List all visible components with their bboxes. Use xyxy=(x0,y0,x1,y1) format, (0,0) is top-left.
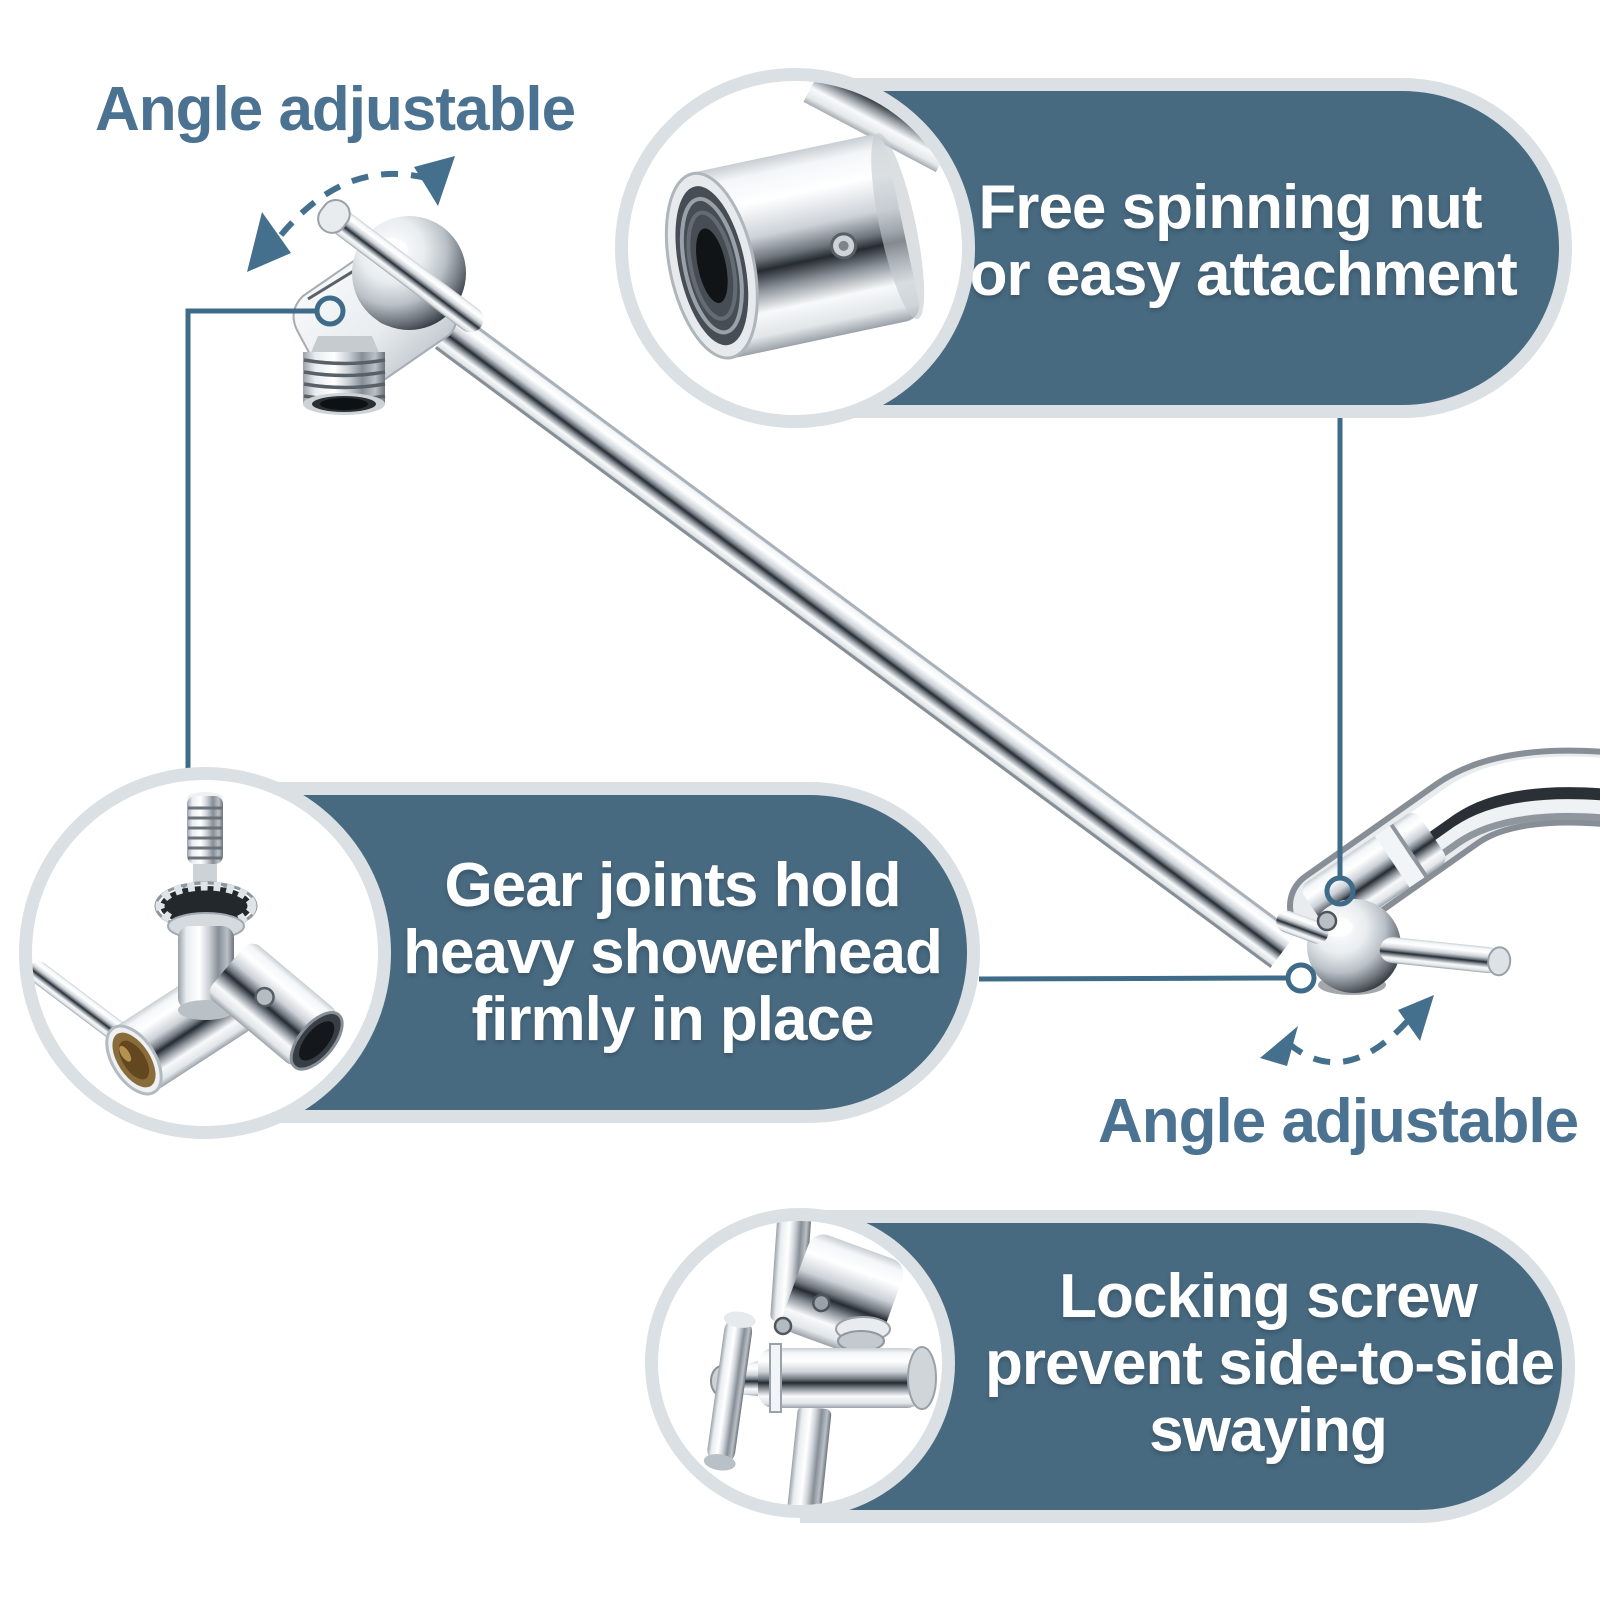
callout-line: prevent side-to-side xyxy=(985,1329,1555,1398)
set-screw xyxy=(812,1293,831,1313)
socket xyxy=(209,943,344,1071)
threaded-stud xyxy=(187,792,223,864)
set-screw xyxy=(254,986,275,1008)
extension-rod xyxy=(434,313,1297,969)
callout-line: Locking screw xyxy=(1059,1262,1478,1331)
shower-pipe xyxy=(1287,747,1600,945)
callout-target-ring-icon xyxy=(314,295,346,327)
rotation-arrow-icon xyxy=(1260,995,1434,1066)
callout-text-locking-screw: Locking screw prevent side-to-side swayi… xyxy=(985,1262,1555,1465)
t-handle xyxy=(703,1311,758,1471)
callout-line: firmly in place xyxy=(471,985,875,1054)
callout-line: for easy attachment xyxy=(950,240,1518,309)
lower-rod xyxy=(786,1406,832,1505)
angle-adjustable-label-top: Angle adjustable xyxy=(95,75,576,144)
gear-connector xyxy=(978,962,1317,994)
threaded-connector xyxy=(303,352,386,415)
gear-joint-photo-circle xyxy=(19,767,391,1139)
locking-screw-photo-circle xyxy=(645,1208,955,1518)
callout-line: Free spinning nut xyxy=(978,173,1482,242)
callout-line: heavy showerhead xyxy=(403,918,943,987)
set-screw xyxy=(1316,910,1338,932)
lower-ball-joint xyxy=(1276,813,1512,995)
clamp-body xyxy=(758,1343,937,1413)
locking-handle xyxy=(1379,937,1512,977)
free-spinning-nut-photo xyxy=(664,81,962,360)
callout-target-ring-icon xyxy=(1285,962,1317,994)
callout-text-free-spinning-nut: Free spinning nut for easy attachment xyxy=(950,173,1518,309)
tension-handle xyxy=(317,199,484,333)
upper-joint-connector xyxy=(185,295,346,783)
connecting-rod xyxy=(32,961,127,1042)
set-screw xyxy=(773,1316,793,1336)
callout-target-ring-icon xyxy=(1324,875,1356,907)
gear-joint-photo xyxy=(32,792,344,1096)
locking-screw-photo xyxy=(703,1221,937,1505)
callout-text-gear-joints: Gear joints hold heavy showerhead firmly… xyxy=(400,852,945,1053)
handle-tip xyxy=(1276,910,1329,944)
callout-line: Gear joints hold xyxy=(444,851,902,920)
callout-line: swaying xyxy=(1149,1396,1388,1465)
angle-adjustable-label-bottom: Angle adjustable xyxy=(1098,1087,1579,1156)
rotation-arrow-icon xyxy=(247,156,455,272)
nut-connector xyxy=(1324,417,1356,907)
nut-photo-circle xyxy=(615,68,975,428)
upper-ball-joint xyxy=(292,199,484,415)
